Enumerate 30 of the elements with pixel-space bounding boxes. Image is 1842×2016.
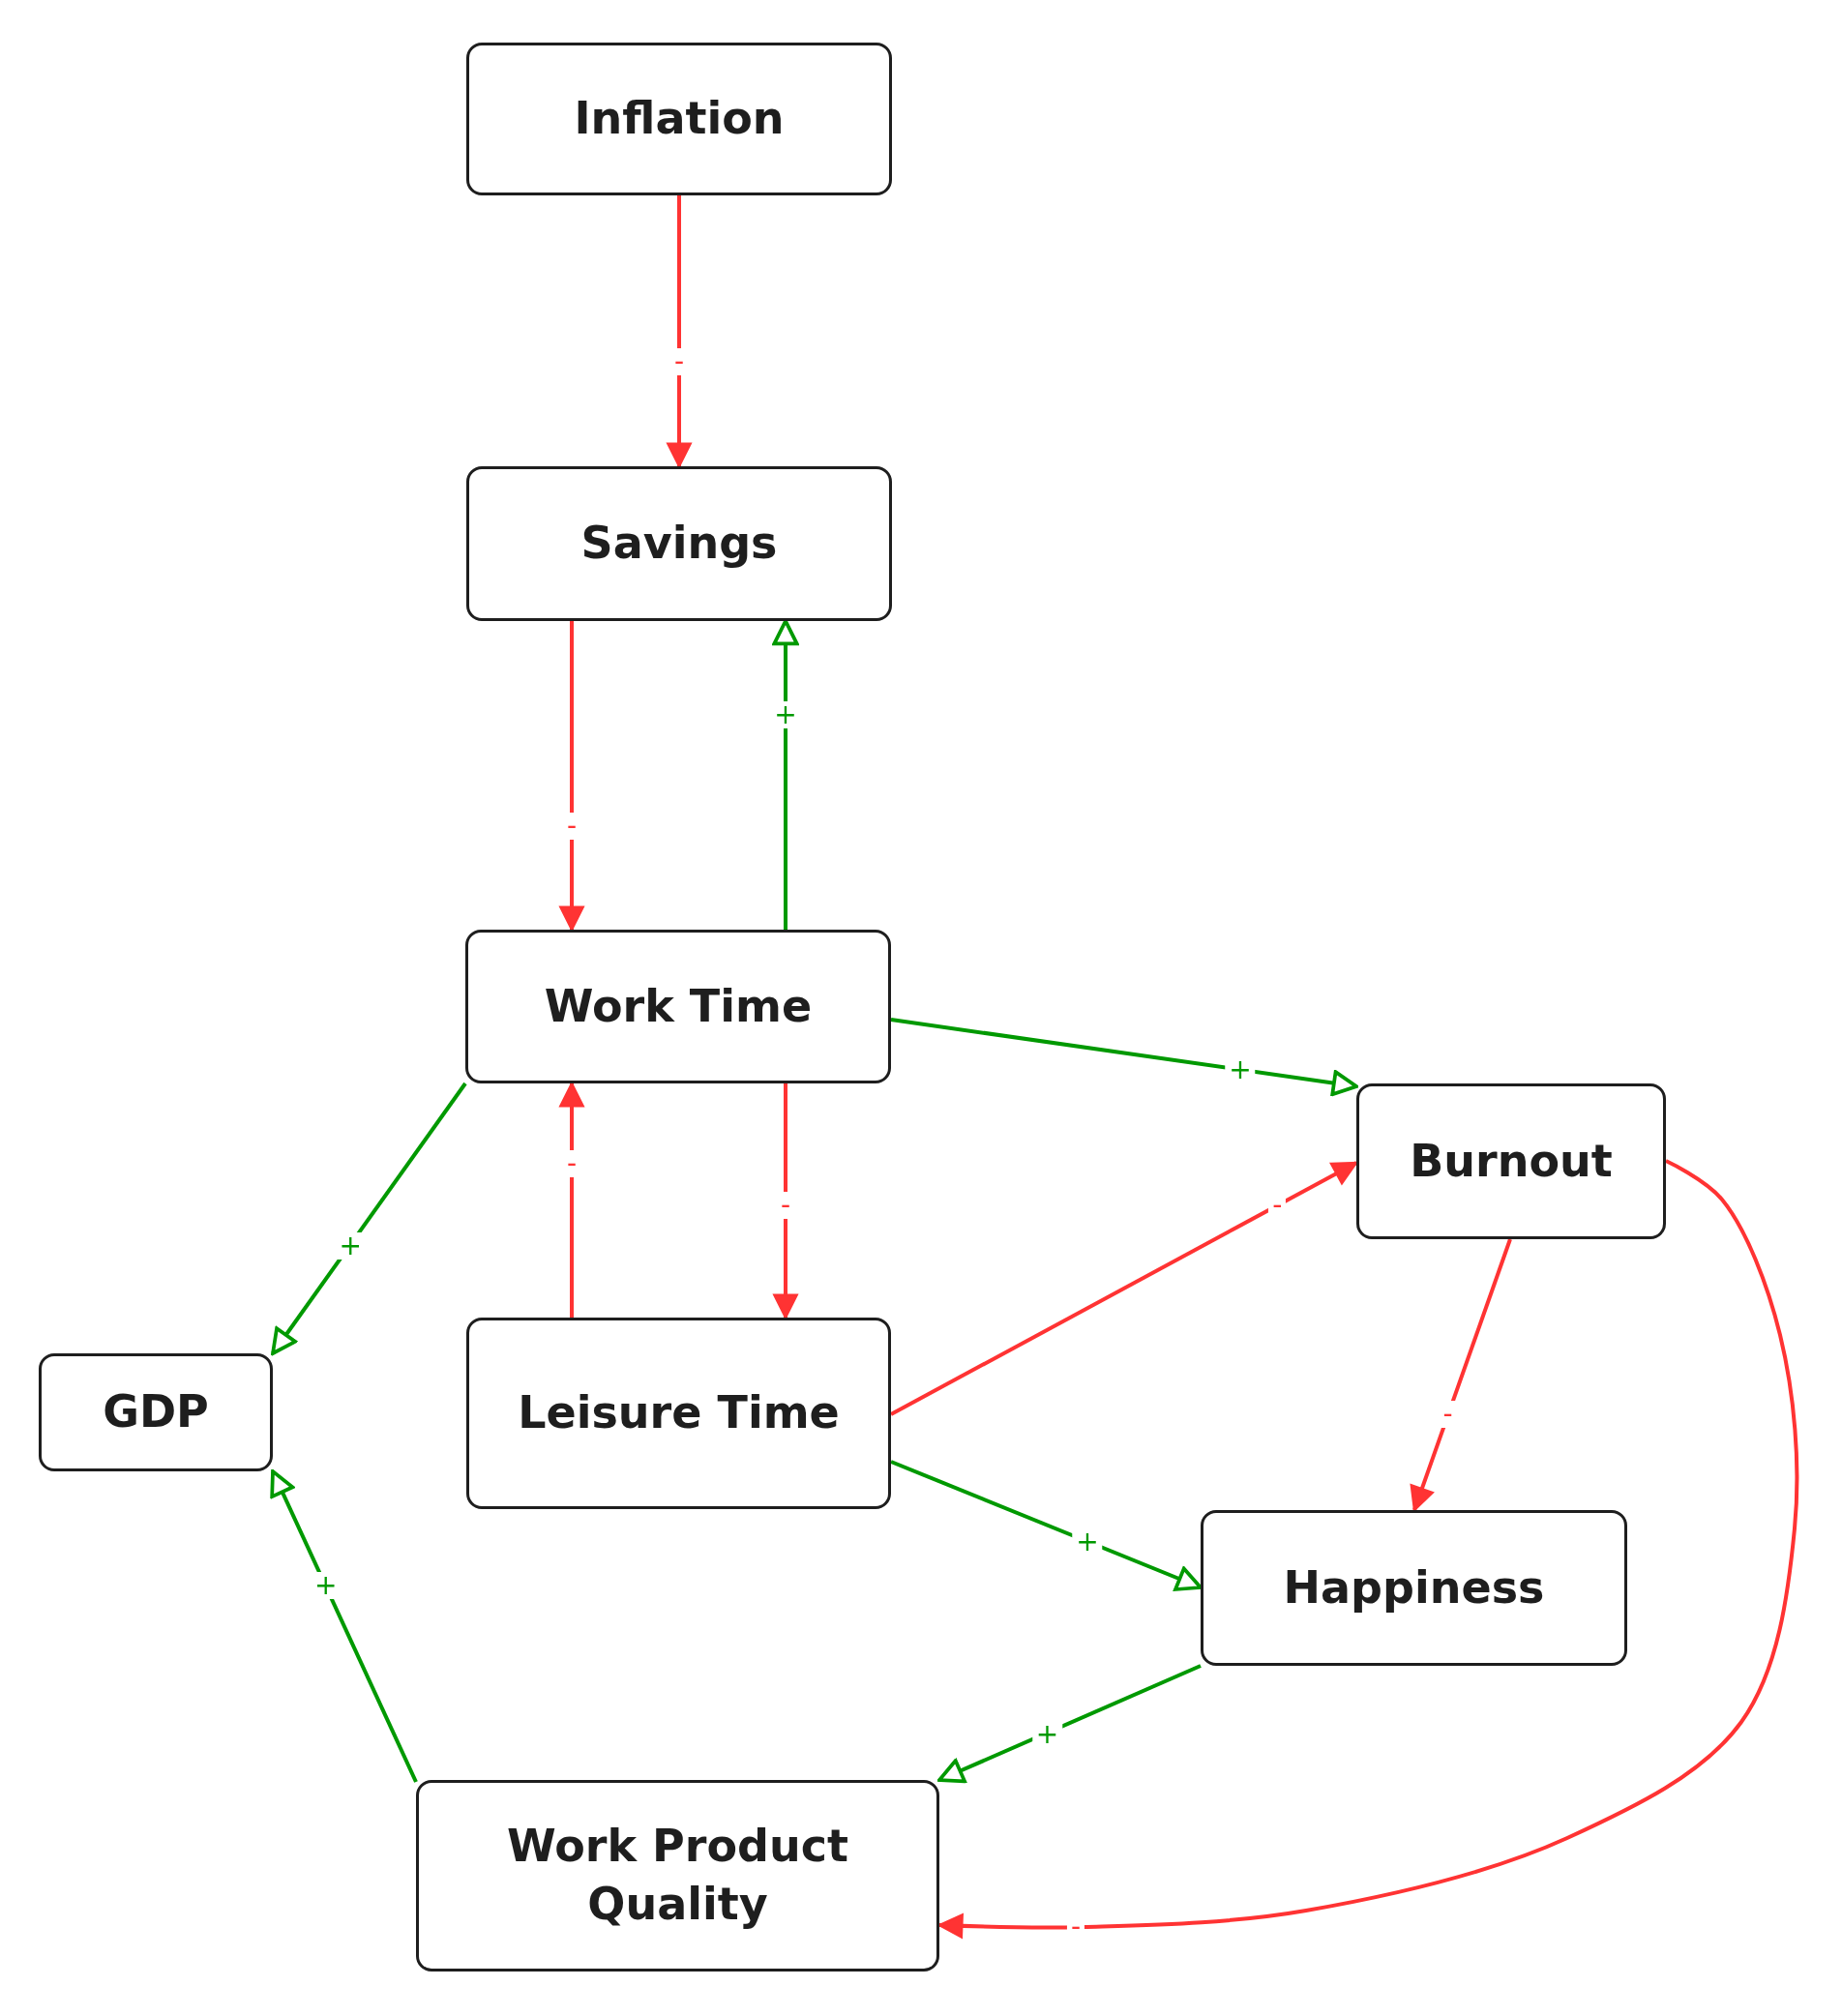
arrow: [667, 195, 692, 468]
process-box: [39, 1353, 273, 1471]
node-label: Work Product Quality: [506, 1819, 849, 1932]
node-label: Inflation: [573, 91, 786, 147]
process-box: [466, 466, 892, 621]
process-box: [1201, 1510, 1627, 1666]
node-label: Happiness: [1282, 1559, 1546, 1616]
process-box: [466, 43, 892, 195]
arrow: [890, 1460, 1203, 1591]
arrow: [1410, 1238, 1512, 1512]
process-box: [1356, 1083, 1666, 1239]
arrow: [890, 1161, 1358, 1416]
process-box: [416, 1780, 939, 1972]
edge-label: -: [1439, 1400, 1457, 1428]
arrow: [890, 1018, 1358, 1097]
arrow: [772, 619, 799, 930]
process-box: [465, 930, 891, 1083]
node-label: GDP: [102, 1384, 210, 1440]
arrow: [773, 1083, 798, 1319]
node-label: Leisure Time: [517, 1385, 841, 1441]
node-label: Burnout: [1409, 1133, 1614, 1189]
arrow: [937, 1664, 1202, 1784]
arrow: [559, 621, 584, 932]
node-label: Work Time: [543, 978, 814, 1034]
node-label: Savings: [579, 516, 779, 572]
process-box: [466, 1318, 891, 1509]
arrow: [270, 1469, 418, 1783]
arrow: [559, 1082, 584, 1318]
arrow: [937, 1159, 1799, 1939]
arrow: [271, 1082, 467, 1355]
